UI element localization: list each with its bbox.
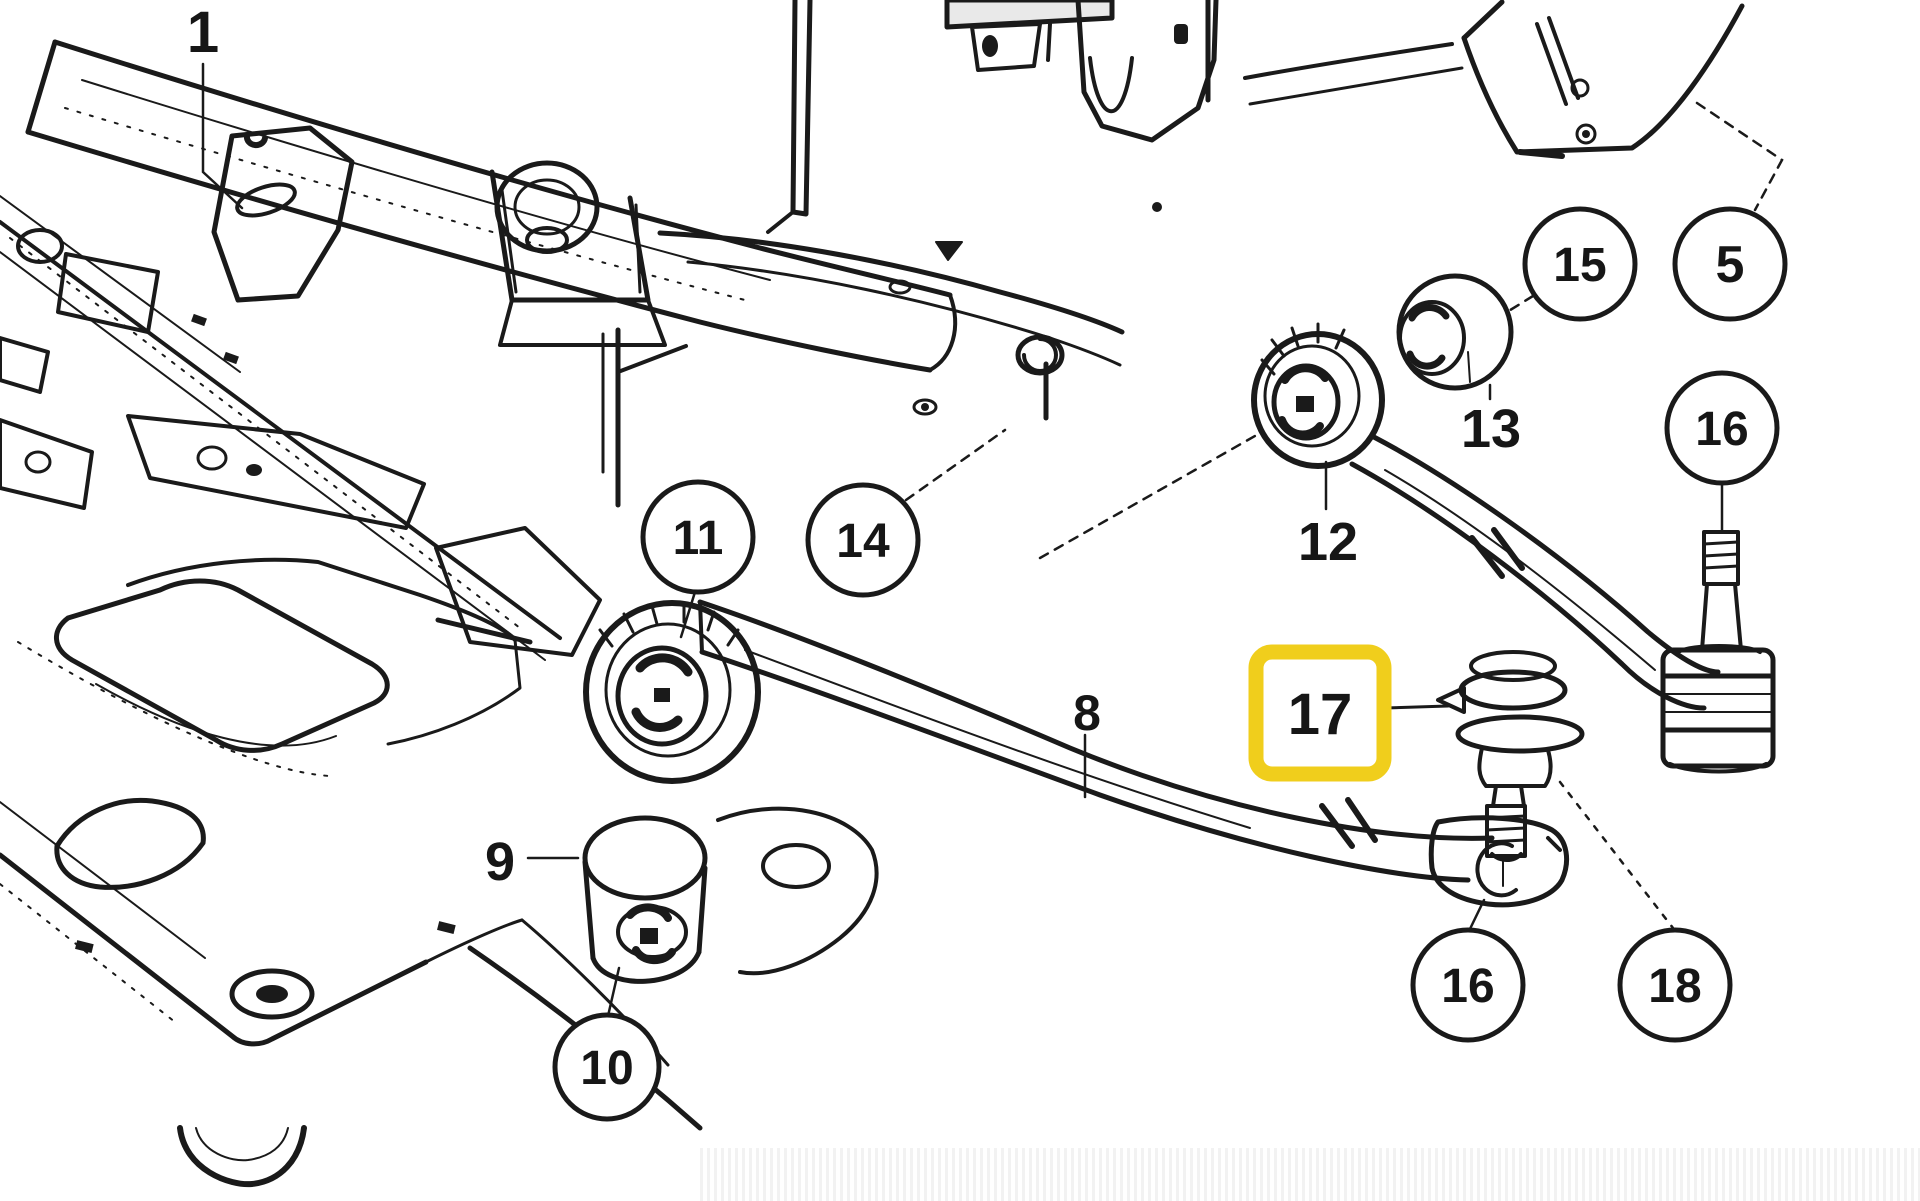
control-arm-drawing (697, 599, 1570, 908)
svg-text:14: 14 (836, 515, 890, 568)
svg-text:17: 17 (1288, 682, 1353, 747)
callout-circle-15[interactable]: 15 (1522, 206, 1638, 322)
bushing-cluster-drawing (434, 327, 879, 984)
callout-12[interactable]: 12 (1298, 512, 1358, 572)
callout-circle-10[interactable]: 10 (552, 1012, 662, 1122)
scan-noise-band (700, 1148, 1920, 1201)
callout-circle-16-bottom[interactable]: 16 (1410, 927, 1526, 1043)
svg-text:5: 5 (1716, 236, 1745, 294)
svg-text:16: 16 (1695, 403, 1748, 456)
svg-text:18: 18 (1648, 960, 1701, 1013)
callout-17-highlight[interactable]: 17 (1248, 644, 1392, 782)
subframe-drawing (0, 0, 1745, 1188)
ball-joint-17-drawing (1436, 650, 1585, 887)
svg-text:16: 16 (1441, 960, 1494, 1013)
callouts: 1 8 9 12 13 5 10 11 14 (187, 0, 1788, 1122)
svg-text:10: 10 (580, 1042, 633, 1095)
callout-circle-14[interactable]: 14 (805, 482, 921, 598)
bushing-13-drawing (1396, 273, 1514, 391)
callout-circle-11[interactable]: 11 (640, 479, 756, 595)
callout-1[interactable]: 1 (187, 0, 219, 65)
callout-circle-5[interactable]: 5 (1672, 206, 1788, 322)
svg-text:11: 11 (673, 512, 724, 565)
svg-text:15: 15 (1553, 239, 1606, 292)
callout-circle-16-top[interactable]: 16 (1664, 370, 1780, 486)
callout-9[interactable]: 9 (485, 832, 515, 892)
callout-13[interactable]: 13 (1461, 399, 1521, 459)
leader-lines (201, 62, 1784, 1018)
callout-circle-18[interactable]: 18 (1617, 927, 1733, 1043)
callout-8[interactable]: 8 (1073, 685, 1101, 741)
tension-strut-drawing (1251, 322, 1776, 774)
